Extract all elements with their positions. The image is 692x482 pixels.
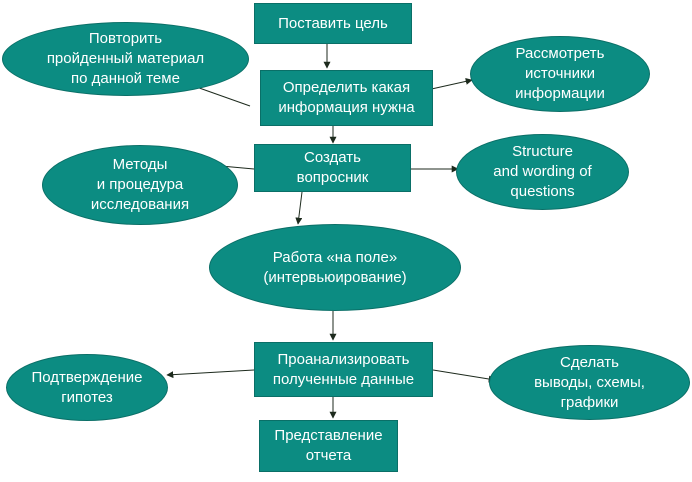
node-conclusions: Сделать выводы, схемы, графики bbox=[489, 345, 690, 420]
node-review: Повторить пройденный материал по данной … bbox=[2, 22, 249, 96]
arrow-analyze-to-hypotheses bbox=[166, 369, 255, 379]
node-goal: Поставить цель bbox=[254, 3, 412, 44]
node-report: Представление отчета bbox=[259, 420, 398, 472]
node-structure-label: Structure and wording of questions bbox=[493, 143, 592, 200]
node-fieldwork-label: Работа «на поле» (интервьюирование) bbox=[263, 248, 407, 286]
node-hypotheses-label: Подтверждение гипотез bbox=[31, 368, 143, 406]
node-methods-label: Методы и процедура исследования bbox=[90, 156, 190, 213]
node-goal-label: Поставить цель bbox=[278, 14, 388, 32]
node-info-needed: Определить какая информация нужна bbox=[260, 70, 433, 126]
node-analyze: Проанализировать полученные данные bbox=[254, 342, 433, 397]
arrow-questionnaire-to-fieldwork bbox=[295, 191, 303, 225]
node-sources-label: Рассмотреть источники информации bbox=[515, 45, 605, 102]
node-info-needed-label: Определить какая информация нужна bbox=[278, 79, 415, 116]
node-conclusions-label: Сделать выводы, схемы, графики bbox=[534, 353, 645, 411]
node-fieldwork: Работа «на поле» (интервьюирование) bbox=[209, 224, 461, 311]
node-sources: Рассмотреть источники информации bbox=[470, 36, 650, 112]
node-structure: Structure and wording of questions bbox=[456, 134, 629, 210]
node-report-label: Представление отчета bbox=[274, 427, 383, 464]
node-questionnaire: Создать вопросник bbox=[254, 144, 411, 192]
node-methods: Методы и процедура исследования bbox=[42, 145, 238, 225]
node-hypotheses: Подтверждение гипотез bbox=[6, 354, 168, 421]
node-review-label: Повторить пройденный материал по данной … bbox=[46, 30, 205, 87]
arrow-analyze-to-conclusions bbox=[432, 369, 496, 383]
node-questionnaire-label: Создать вопросник bbox=[296, 149, 369, 186]
node-analyze-label: Проанализировать полученные данные bbox=[272, 350, 415, 388]
